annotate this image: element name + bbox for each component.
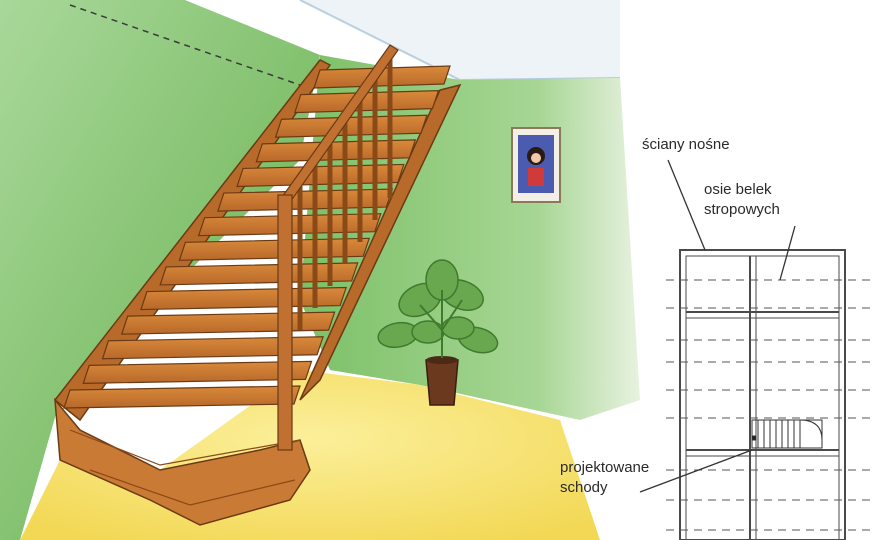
label-joist-axes: osie belek stropowych (704, 180, 780, 220)
potted-plant (377, 259, 499, 406)
stair-tread (293, 89, 440, 114)
stair-tread (159, 262, 359, 286)
stair-tread (63, 385, 301, 409)
label-planned-stairs: projektowane schody (560, 458, 649, 498)
stair-tread (82, 360, 313, 384)
label-stairs-line1: projektowane (560, 459, 650, 476)
stair-tread (217, 188, 394, 212)
staircase (53, 44, 462, 526)
picture-frame (511, 127, 561, 203)
label-joist-line2: stropowych (704, 201, 780, 218)
label-stairs-line2: schody (560, 479, 608, 496)
plan-stairs (751, 419, 823, 449)
plan-outer-wall (679, 249, 846, 540)
stair-tread (236, 163, 405, 188)
leader-walls (667, 159, 706, 251)
leader-stairs (639, 449, 753, 493)
stair-tread (313, 65, 451, 89)
label-walls-text: ściany nośne (642, 136, 730, 153)
stair-tread (274, 114, 428, 138)
floor-plan (666, 249, 870, 540)
label-joist-line1: osie belek (704, 181, 772, 198)
leader-lines (639, 159, 796, 493)
label-load-bearing-walls: ściany nośne (642, 135, 730, 155)
stair-tread (120, 311, 336, 335)
stair-tread (178, 237, 371, 261)
stair-tread (101, 336, 324, 360)
leader-beams (779, 225, 796, 281)
